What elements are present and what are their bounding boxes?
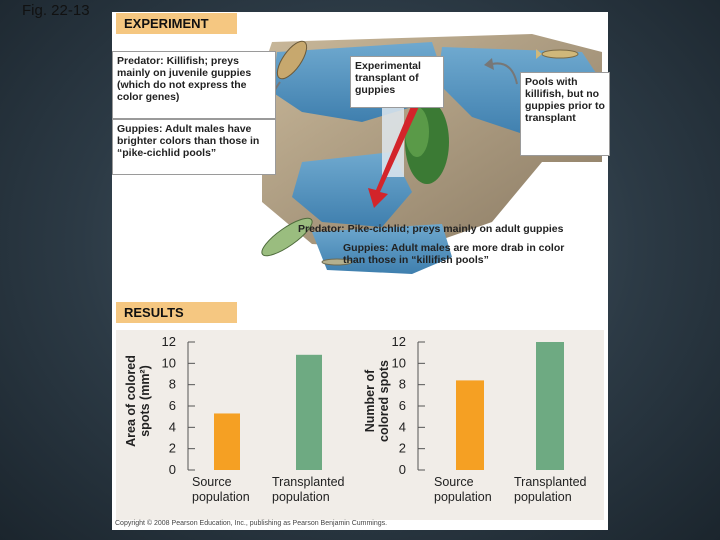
chart1-y-tick-label: 12 bbox=[162, 334, 176, 349]
pike-cichlid-icon bbox=[261, 217, 313, 257]
chart2-bar-source bbox=[456, 380, 484, 470]
chart2-bar-transplanted bbox=[536, 342, 564, 470]
pike-cichlid-callout: Predator: Pike-cichlid; preys mainly on … bbox=[298, 223, 564, 235]
chart1-y-tick-label: 8 bbox=[169, 377, 176, 392]
guppies-drab-callout: Guppies: Adult males are more drab in co… bbox=[343, 242, 565, 266]
chart1-category-label: population bbox=[272, 490, 330, 504]
results-header: RESULTS bbox=[116, 302, 237, 323]
drab-guppy-icon bbox=[321, 258, 353, 266]
chart2-y-tick-label: 6 bbox=[399, 398, 406, 413]
chart2-y-tick-label: 4 bbox=[399, 419, 406, 434]
chart2-category-label: population bbox=[514, 490, 572, 504]
chart2-y-tick-label: 2 bbox=[399, 441, 406, 456]
chart1-category-label: Source bbox=[192, 475, 232, 489]
figure-label: Fig. 22-13 bbox=[22, 2, 90, 19]
results-charts: 024681012SourcepopulationTransplantedpop… bbox=[162, 334, 587, 504]
killifish-icon bbox=[276, 40, 308, 80]
transplant-arrow bbox=[368, 100, 422, 208]
chart-number-of-colored-spots: 024681012SourcepopulationTransplantedpop… bbox=[392, 334, 587, 504]
chart2-y-tick-label: 0 bbox=[399, 462, 406, 477]
pointer-arrow-right-head bbox=[484, 58, 494, 70]
chart2-y-tick-label: 8 bbox=[399, 377, 406, 392]
chart1-y-tick-label: 4 bbox=[169, 419, 176, 434]
pools-callout: Pools with killifish, but no guppies pri… bbox=[520, 72, 610, 156]
copyright-text: Copyright © 2008 Pearson Education, Inc.… bbox=[115, 520, 388, 527]
chart2-category-label: Source bbox=[434, 475, 474, 489]
chart1-y-tick-label: 2 bbox=[169, 441, 176, 456]
chart2-y-tick-label: 10 bbox=[392, 355, 406, 370]
pointer-arrow-right bbox=[491, 62, 518, 85]
chart2-y-tick-label: 12 bbox=[392, 334, 406, 349]
chart1-bar-transplanted bbox=[296, 354, 322, 470]
killifish-callout: Predator: Killifish; preys mainly on juv… bbox=[112, 51, 276, 119]
chart1-category-label: Transplanted bbox=[272, 475, 345, 489]
results-chart-area bbox=[116, 330, 604, 520]
waterfall bbox=[382, 97, 404, 177]
chart1-y-tick-label: 6 bbox=[169, 398, 176, 413]
chart1-y-tick-label: 0 bbox=[169, 462, 176, 477]
guppies-bright-callout: Guppies: Adult males have brighter color… bbox=[112, 119, 276, 175]
experiment-header: EXPERIMENT bbox=[116, 13, 237, 34]
chart1-category-label: population bbox=[192, 490, 250, 504]
transplant-callout: Experimental transplant of guppies bbox=[350, 56, 444, 108]
figure-panel: EXPERIMENT bbox=[112, 12, 610, 530]
chart2-category-label: population bbox=[434, 490, 492, 504]
chart1-y-tick-label: 10 bbox=[162, 355, 176, 370]
chart2-category-label: Transplanted bbox=[514, 475, 587, 489]
pool-guppy-icon bbox=[536, 49, 579, 59]
chart1-bar-source bbox=[214, 413, 240, 470]
chart-area-of-colored-spots: 024681012SourcepopulationTransplantedpop… bbox=[162, 334, 345, 504]
